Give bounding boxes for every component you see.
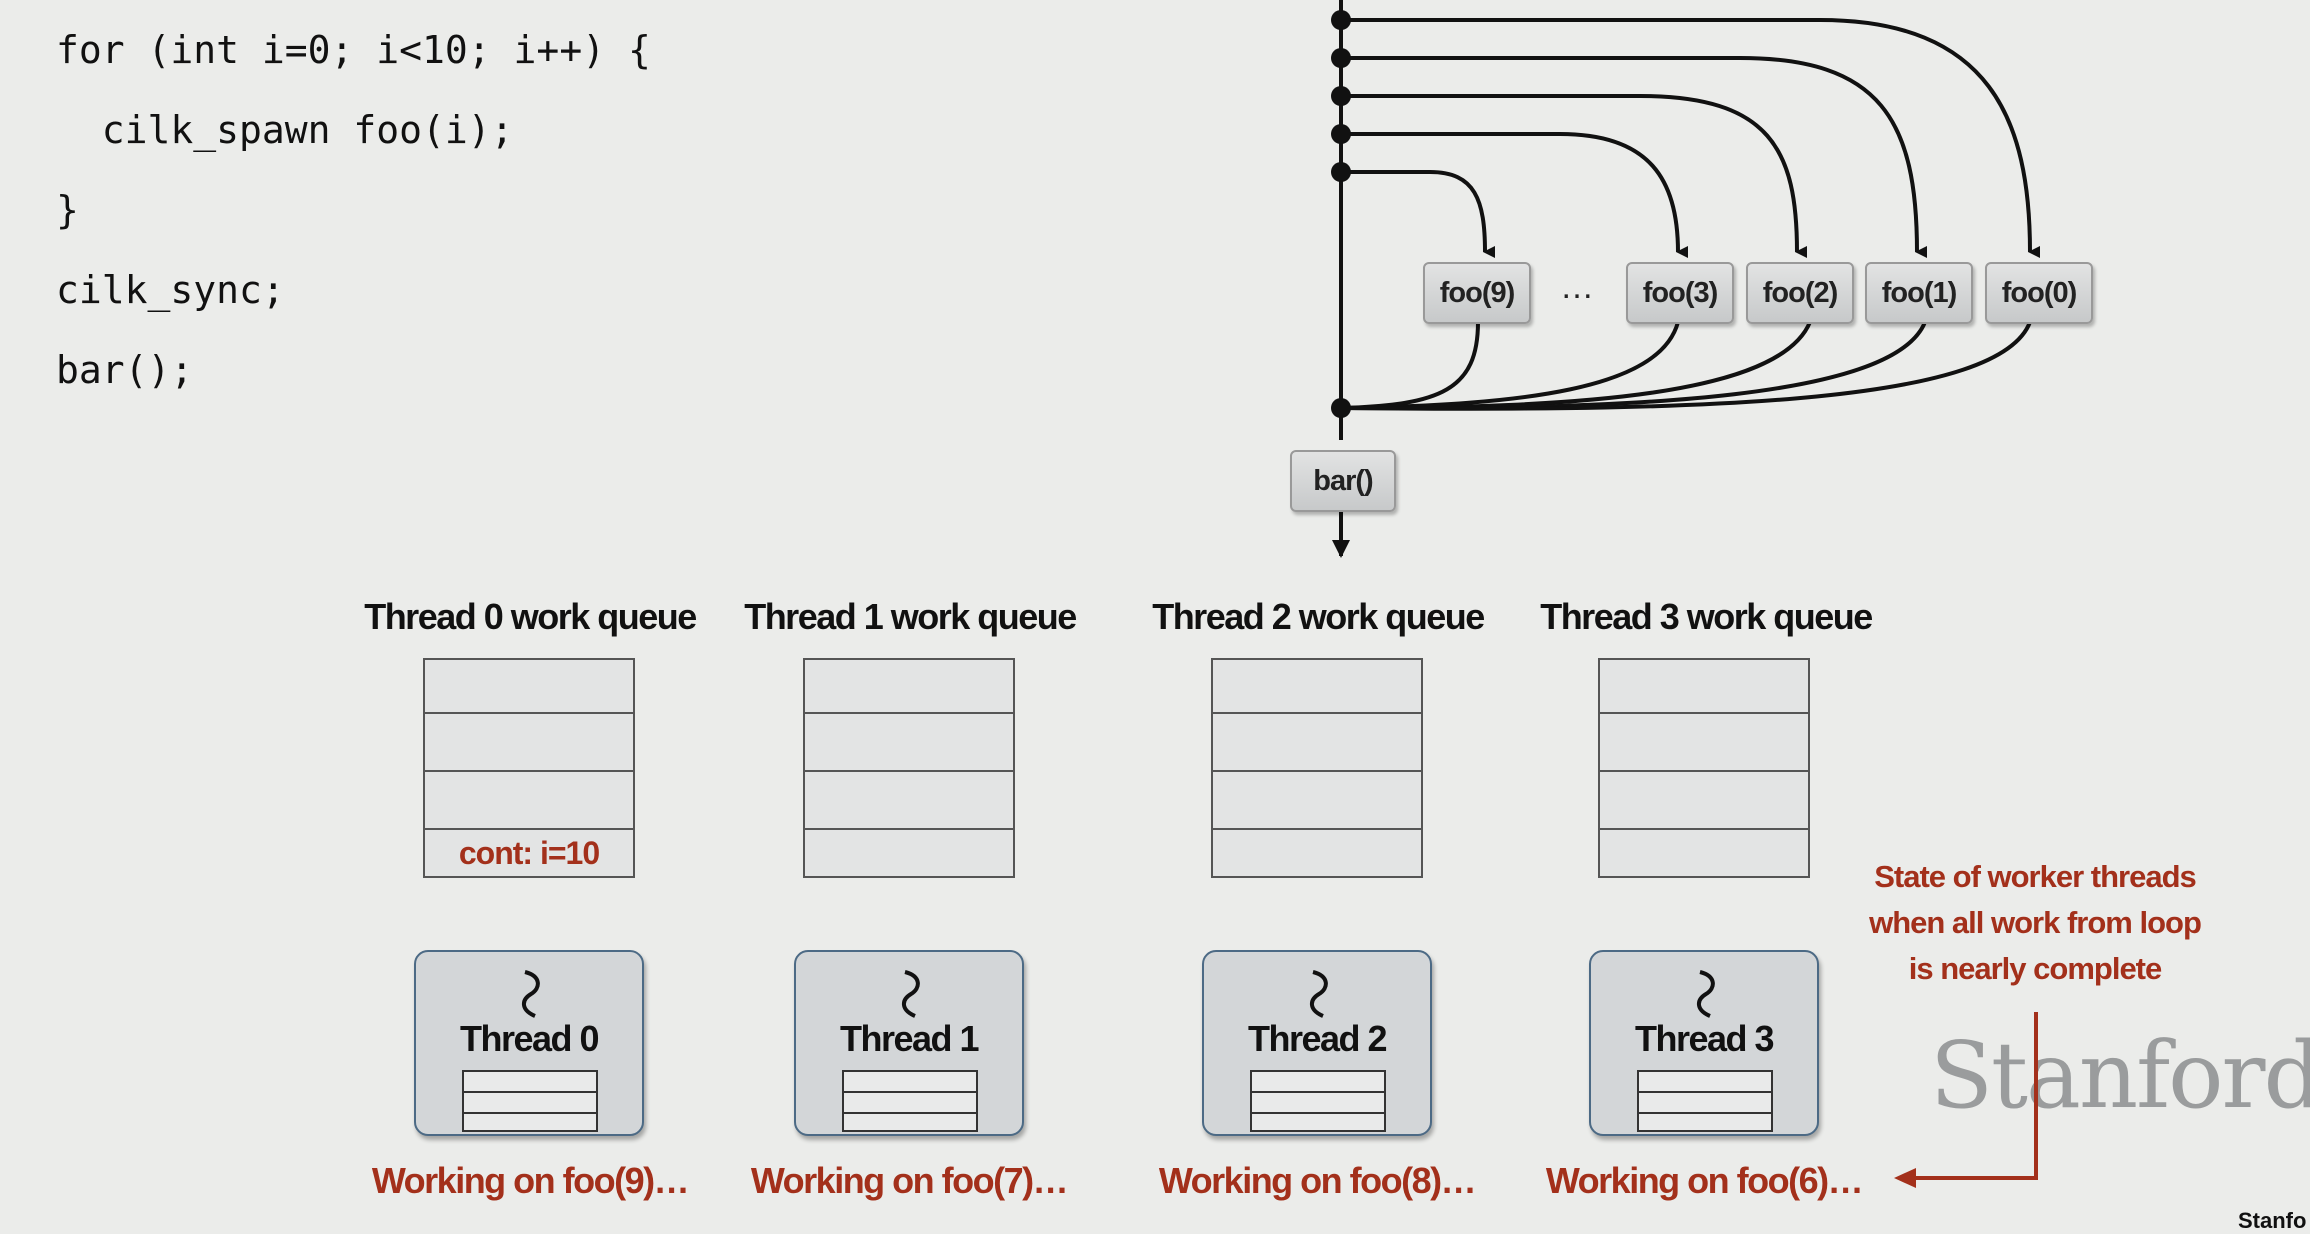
thread-label: Thread 1 bbox=[839, 1018, 980, 1059]
spawn-edge-foo2 bbox=[1341, 94, 1808, 258]
spawn-edge-foo1 bbox=[1341, 56, 1928, 258]
queue-slot bbox=[1213, 714, 1421, 772]
queue-slot-continuation: cont: i=10 bbox=[458, 834, 600, 871]
thread-3-status: Working on foo(6)… bbox=[1545, 1160, 1864, 1201]
thread-2-status: Working on foo(8)… bbox=[1158, 1160, 1477, 1201]
queue-slot bbox=[1213, 772, 1421, 830]
task-node-foo2: foo(2) bbox=[1746, 262, 1854, 324]
annotation-line: is nearly complete bbox=[1908, 951, 2163, 986]
thread-stack bbox=[1250, 1070, 1386, 1132]
stanford-logo: Stanford bbox=[1930, 1022, 2310, 1129]
spawn-point bbox=[1331, 124, 1351, 144]
thread-stack bbox=[842, 1070, 978, 1132]
spawn-point bbox=[1331, 10, 1351, 30]
queue-slot bbox=[1600, 772, 1808, 830]
work-queue-2 bbox=[1211, 658, 1423, 878]
join-edge-foo0 bbox=[1342, 321, 2032, 411]
thread-squiggle-icon bbox=[522, 970, 540, 1018]
queue-slot bbox=[425, 714, 633, 772]
code-line-1: for (int i=0; i<10; i++) { bbox=[56, 28, 651, 72]
spawn-point bbox=[1331, 48, 1351, 68]
queue-slot bbox=[425, 660, 633, 714]
task-node-foo1: foo(1) bbox=[1865, 262, 1973, 324]
queue-title-3: Thread 3 work queue bbox=[1540, 596, 1873, 637]
queue-title-2: Thread 2 work queue bbox=[1152, 596, 1485, 637]
task-node-foo0: foo(0) bbox=[1985, 262, 2093, 324]
thread-label: Thread 0 bbox=[459, 1018, 600, 1059]
queue-slot bbox=[805, 660, 1013, 714]
code-line-4: cilk_sync; bbox=[56, 268, 285, 312]
thread-label: Thread 3 bbox=[1634, 1018, 1775, 1059]
code-line-3: } bbox=[56, 188, 79, 232]
thread-squiggle-icon bbox=[902, 970, 920, 1018]
spawn-point bbox=[1331, 162, 1351, 182]
annotation-line: when all work from loop bbox=[1869, 905, 2202, 940]
spawn-edge-foo9 bbox=[1341, 170, 1496, 258]
work-queue-1 bbox=[803, 658, 1015, 878]
annotation-note: State of worker threads when all work fr… bbox=[1855, 854, 2215, 992]
ellipsis: … bbox=[1560, 268, 1594, 306]
task-node-bar: bar() bbox=[1290, 450, 1396, 512]
footer-text: Stanfo bbox=[2238, 1208, 2307, 1233]
thread-3-box: Thread 3 bbox=[1589, 950, 1819, 1136]
queue-slot bbox=[1600, 714, 1808, 772]
code-line-5: bar(); bbox=[56, 348, 194, 392]
thread-stack bbox=[1637, 1070, 1773, 1132]
thread-squiggle-icon bbox=[1697, 970, 1715, 1018]
task-node-foo9: foo(9) bbox=[1423, 262, 1531, 324]
queue-slot bbox=[1213, 660, 1421, 714]
thread-1-box: Thread 1 bbox=[794, 950, 1024, 1136]
work-queue-0: cont: i=10 bbox=[423, 658, 635, 878]
thread-2-box: Thread 2 bbox=[1202, 950, 1432, 1136]
thread-squiggle-icon bbox=[1310, 970, 1328, 1018]
thread-0-status: Working on foo(9)… bbox=[371, 1160, 690, 1201]
queue-slot bbox=[425, 772, 633, 830]
queue-slot bbox=[805, 772, 1013, 830]
annotation-line: State of worker threads bbox=[1874, 859, 2197, 894]
spawn-point bbox=[1331, 86, 1351, 106]
code-line-2: cilk_spawn foo(i); bbox=[56, 108, 514, 152]
spawn-edge-foo0 bbox=[1341, 18, 2041, 258]
thread-label: Thread 2 bbox=[1247, 1018, 1388, 1059]
queue-title-0: Thread 0 work queue bbox=[364, 596, 697, 637]
queue-slot bbox=[1600, 660, 1808, 714]
spawn-edge-foo3 bbox=[1341, 132, 1689, 258]
queue-slot bbox=[805, 714, 1013, 772]
thread-0-box: Thread 0 bbox=[414, 950, 644, 1136]
task-node-foo3: foo(3) bbox=[1626, 262, 1734, 324]
queue-title-1: Thread 1 work queue bbox=[744, 596, 1077, 637]
thread-1-status: Working on foo(7)… bbox=[750, 1160, 1069, 1201]
thread-stack bbox=[462, 1070, 598, 1132]
sync-point bbox=[1331, 398, 1351, 418]
work-queue-3 bbox=[1598, 658, 1810, 878]
